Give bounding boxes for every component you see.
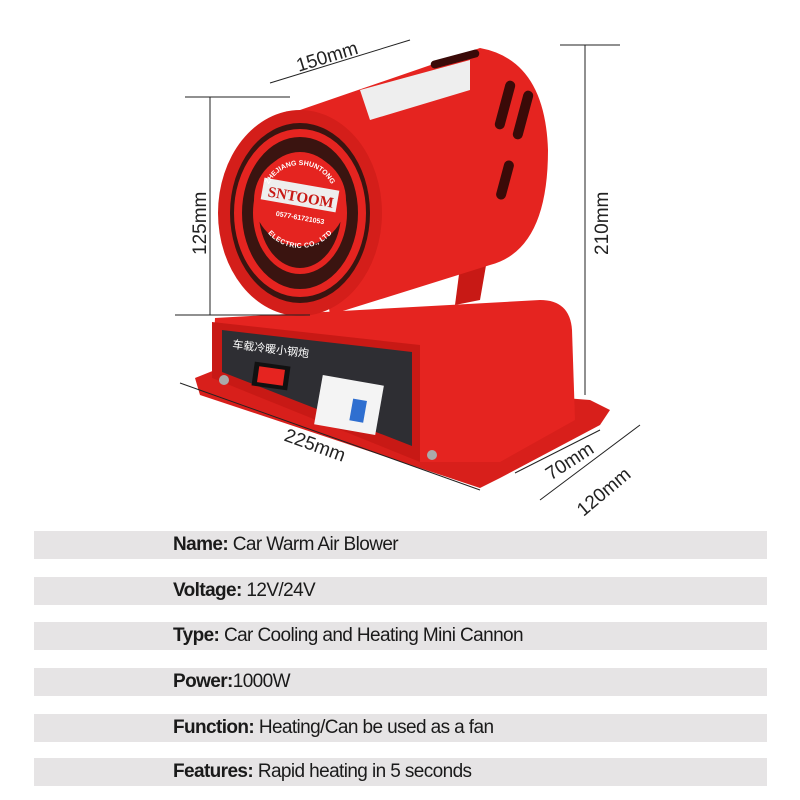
dim-depth-outer: 120mm <box>573 464 635 521</box>
dim-front-height: 125mm <box>190 192 211 255</box>
spec-label: Function: <box>173 717 255 738</box>
spec-label: Features: <box>173 761 254 782</box>
dimension-lines <box>175 39 641 501</box>
spec-value: 12V/24V <box>241 580 316 601</box>
dim-width-top: 150mm <box>294 38 361 77</box>
dim-total-height: 210mm <box>592 192 613 255</box>
product-illustration: 车载冷暖小钢炮 SNTOOM ZHEJIANG SHUNTONG ELECTRI… <box>175 38 641 521</box>
spec-value: Car Warm Air Blower <box>228 534 399 555</box>
spec-label: Power: <box>173 671 233 692</box>
spec-row-power: Power:1000W <box>34 668 767 696</box>
spec-value: Car Cooling and Heating Mini Cannon <box>219 625 524 646</box>
spec-label: Voltage: <box>173 580 242 601</box>
spec-row-voltage: Voltage: 12V/24V <box>34 577 767 605</box>
spec-row-name: Name: Car Warm Air Blower <box>34 531 767 559</box>
spec-label: Name: <box>173 534 229 555</box>
spec-row-function: Function: Heating/Can be used as a fan <box>34 714 767 742</box>
spec-value: Rapid heating in 5 seconds <box>253 761 472 782</box>
spec-value: Heating/Can be used as a fan <box>254 717 494 738</box>
spec-value: 1000W <box>232 671 291 692</box>
spec-label: Type: <box>173 625 220 646</box>
spec-row-features: Features: Rapid heating in 5 seconds <box>34 758 767 786</box>
heater-drum: SNTOOM ZHEJIANG SHUNTONG ELECTRIC CO., L… <box>218 48 548 316</box>
heater-base: 车载冷暖小钢炮 <box>195 300 610 488</box>
breaker <box>314 374 384 436</box>
spec-row-type: Type: Car Cooling and Heating Mini Canno… <box>34 622 767 650</box>
